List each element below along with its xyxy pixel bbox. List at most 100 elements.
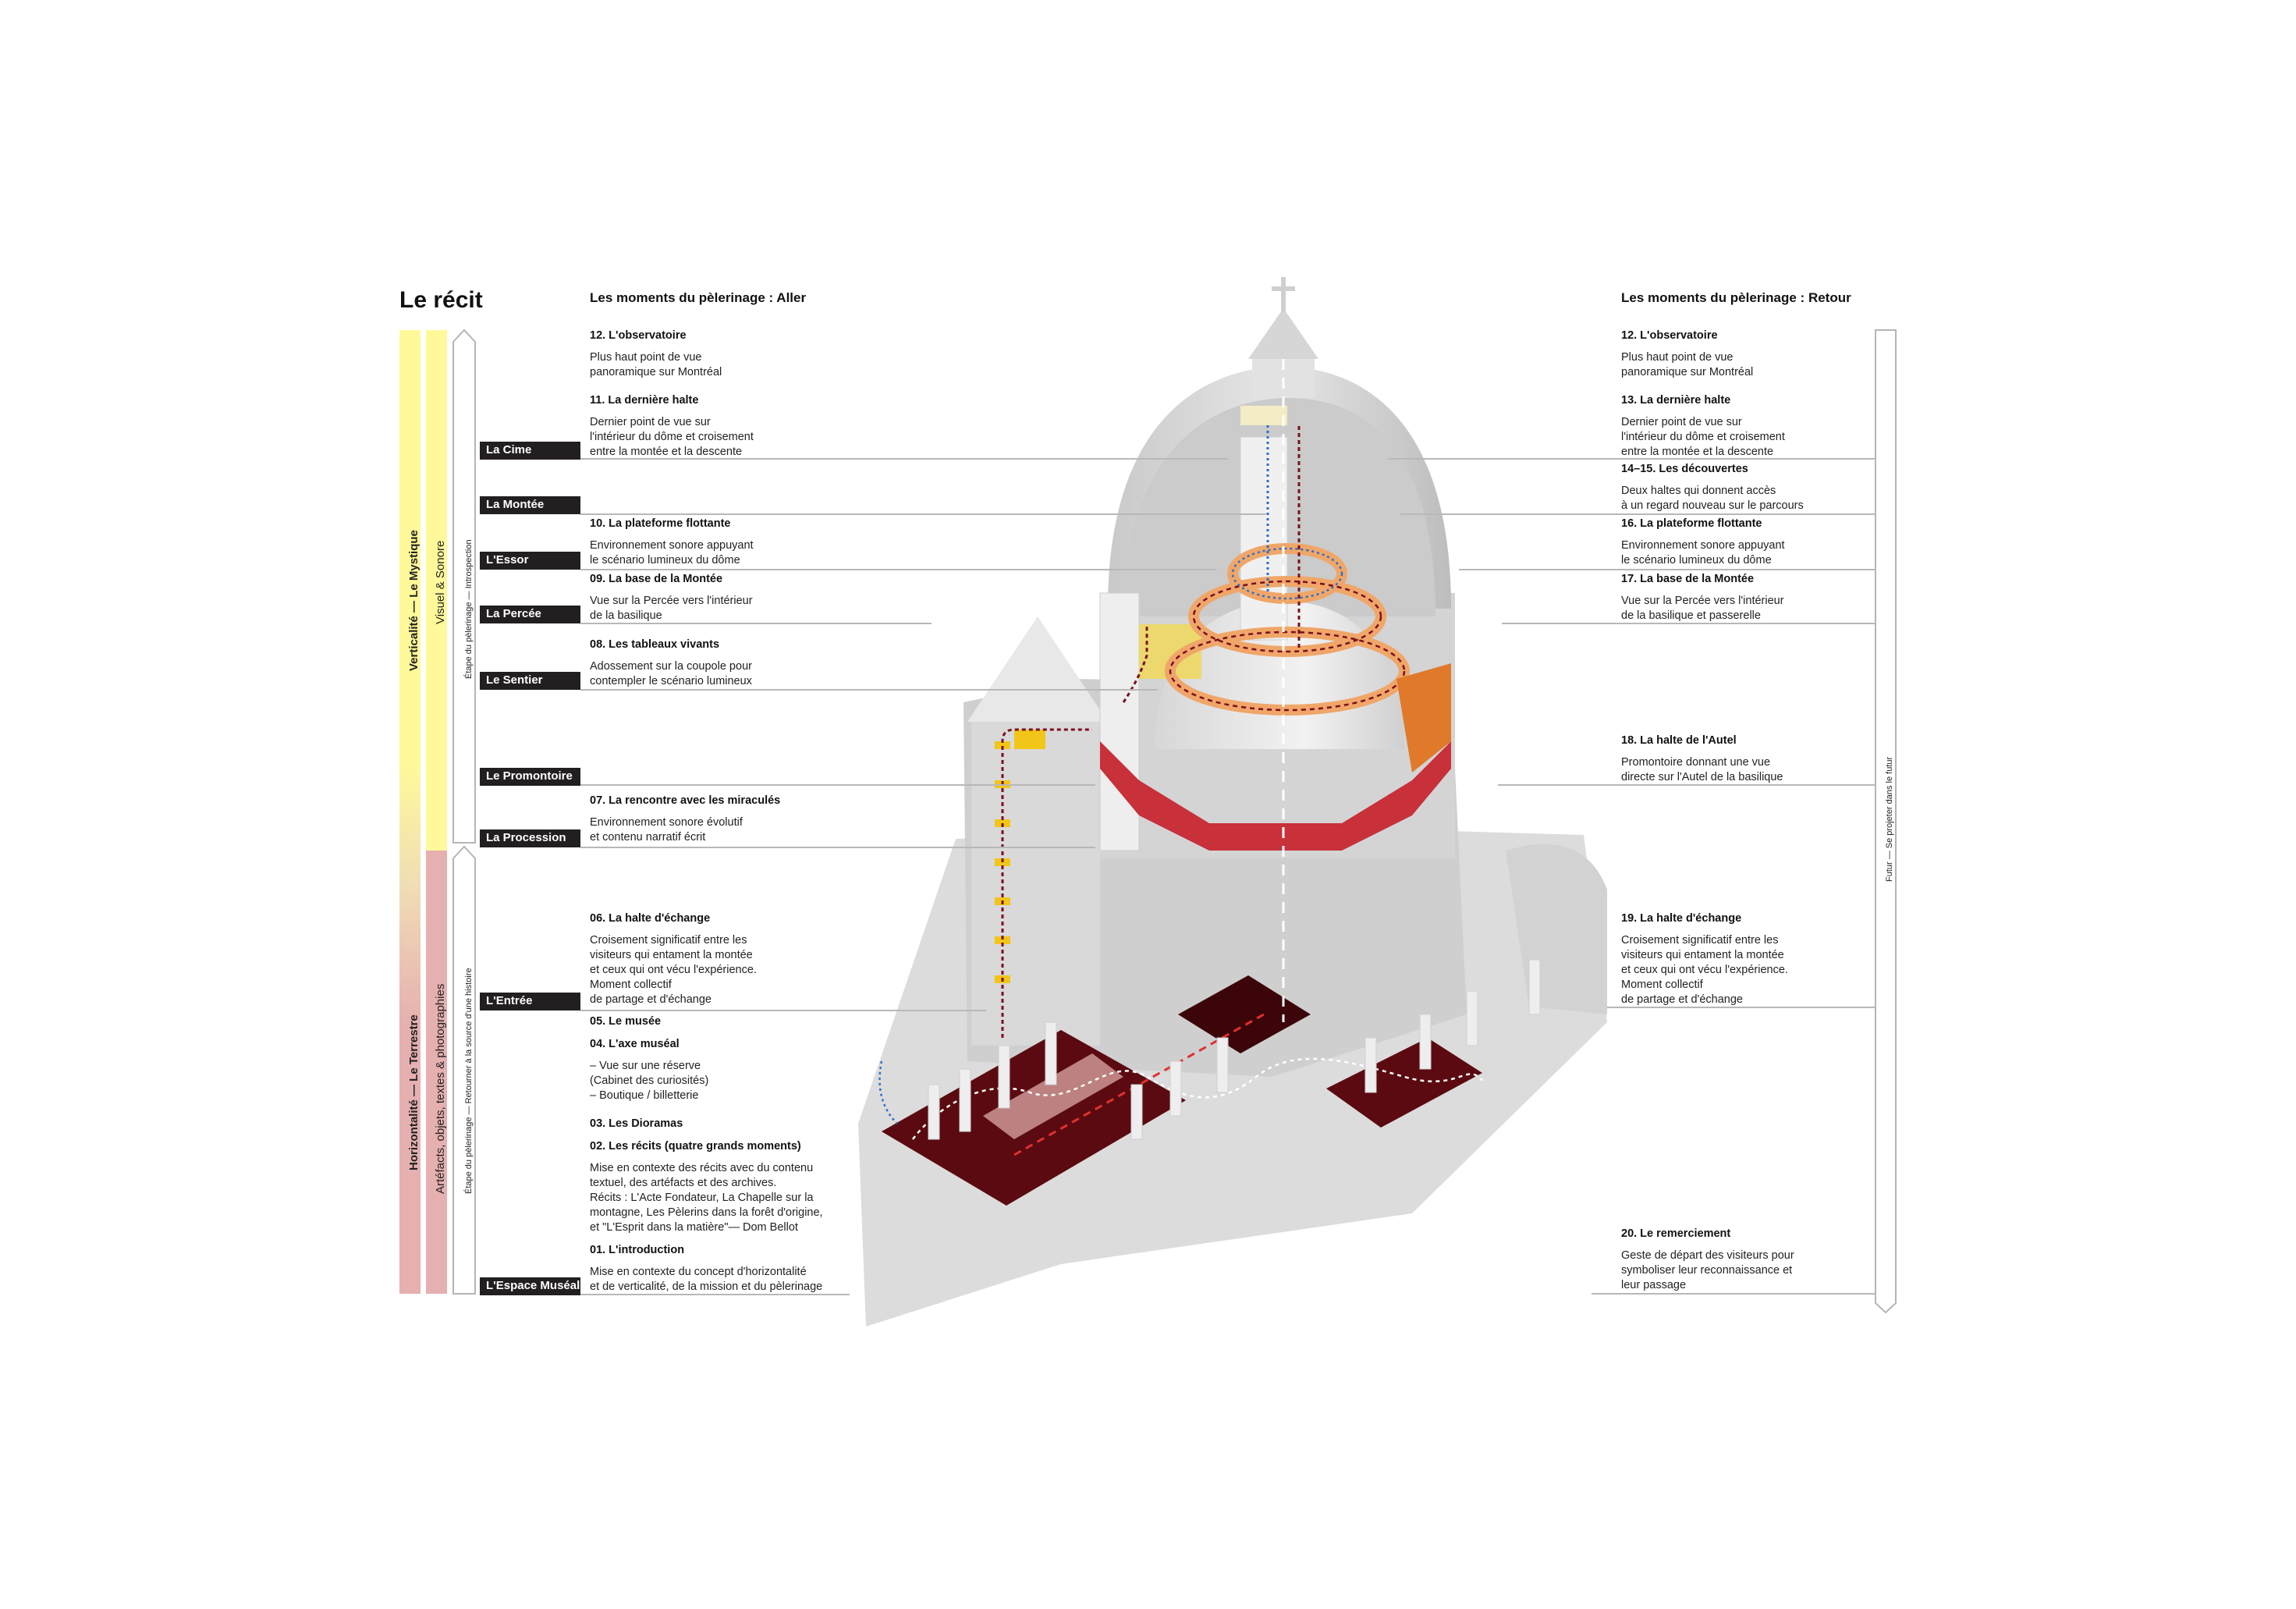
aller-item-02: 02. Les récits (quatre grands moments) M…: [590, 1139, 823, 1235]
cross-icon: [1272, 277, 1295, 312]
rule-la-procession: [580, 847, 1095, 848]
lantern-roof: [1248, 308, 1318, 359]
aller-item-desc: Mise en contexte des récits avec du cont…: [590, 1162, 823, 1234]
scaffold-tower: [1099, 592, 1140, 851]
column: [1130, 1084, 1143, 1140]
retour-item-desc: Geste de départ des visiteurs pour symbo…: [1621, 1249, 1794, 1291]
column: [959, 1068, 971, 1132]
retour-item-desc: Deux haltes qui donnent accès à un regar…: [1621, 485, 1804, 512]
retour-item-desc: Vue sur la Percée vers l'intérieur de la…: [1621, 595, 1784, 622]
band-verticalite: [399, 330, 421, 1294]
stage-label-la-procession: La Procession: [480, 829, 580, 847]
stage-label-entree: L'Entrée: [480, 993, 580, 1011]
stage-label-la-montee: La Montée: [480, 496, 580, 514]
aller-item-desc: Croisement significatif entre les visite…: [590, 934, 757, 1006]
column: [998, 1045, 1010, 1109]
rule-retour-remerciement: [1592, 1293, 1875, 1295]
stage-label-le-sentier: Le Sentier: [480, 672, 580, 690]
bracket-arrow-source: [452, 845, 476, 1295]
bracket-arrow-introspection: [452, 329, 476, 844]
retour-item-title: 13. La dernière halte: [1621, 394, 1731, 407]
retour-item-title: 19. La halte d'échange: [1621, 912, 1742, 925]
column: [1216, 1037, 1229, 1093]
promenade: [1100, 663, 1451, 851]
step-bracket-arrows: [452, 329, 476, 1295]
retour-item-desc: Dernier point de vue sur l'intérieur du …: [1621, 416, 1785, 458]
rule-entree: [580, 1010, 986, 1011]
retour-item-title: 20. Le remerciement: [1621, 1227, 1731, 1240]
left-tower-roof: [967, 616, 1108, 722]
rule-retour-montee: [1400, 513, 1875, 515]
retour-item-title: 16. La plateforme flottante: [1621, 517, 1762, 530]
band-label-artefacts: Artéfacts, objets, textes & photographie…: [434, 983, 447, 1194]
aller-item-title: 12. L'observatoire: [590, 329, 687, 342]
band-label-horizontalite: Horizontalité — Le Terrestre: [407, 1014, 421, 1170]
band-label-futur: Futur — Se projeter dans le futur: [1885, 756, 1894, 882]
rule-la-cime: [580, 458, 1228, 460]
aller-item-09: 09. La base de la Montée Vue sur la Perc…: [590, 572, 753, 623]
rule-essor: [580, 569, 1216, 570]
promenade-orange: [1396, 663, 1451, 773]
museum-level: [878, 975, 1483, 1206]
promenade-red-ring: [1100, 741, 1451, 851]
retour-item-16: 16. La plateforme flottante Environnemen…: [1621, 517, 1785, 568]
band-artefacts: [426, 851, 447, 1294]
column: [1528, 959, 1541, 1015]
museum-visit-path: [912, 1057, 1483, 1140]
spiral-ramp: [1165, 543, 1410, 716]
rule-retour-promontoire: [1498, 784, 1875, 786]
aller-item-07: 07. La rencontre avec les miraculés Envi…: [590, 794, 780, 845]
band-label-visuel-sonore: Visuel & Sonore: [434, 540, 447, 624]
retour-item-20: 20. Le remerciement Geste de départ des …: [1621, 1227, 1794, 1293]
retour-item-19: 19. La halte d'échange Croisement signif…: [1621, 911, 1788, 1007]
aller-item-title: 05. Le musée: [590, 1015, 662, 1028]
aller-item-08: 08. Les tableaux vivants Adossement sur …: [590, 638, 752, 689]
aller-item-03: 03. Les Dioramas: [590, 1117, 683, 1131]
aller-item-06: 06. La halte d'échange Croisement signif…: [590, 911, 757, 1007]
spiral-ring-1-path: [1231, 547, 1343, 600]
rule-le-sentier: [580, 689, 1158, 691]
aller-item-title: 01. L'introduction: [590, 1244, 685, 1256]
heading-recit: Le récit: [399, 287, 483, 313]
ascent-path: [1001, 624, 1148, 1038]
rule-la-percee: [580, 623, 932, 624]
heading-aller: Les moments du pèlerinage : Aller: [590, 290, 807, 305]
band-label-introspection: Étape du pèlerinage — Introspection: [464, 539, 474, 679]
retour-item-18: 18. La halte de l'Autel Promontoire donn…: [1621, 733, 1783, 785]
rule-la-montee: [580, 513, 1267, 515]
aller-item-title: 11. La dernière halte: [590, 394, 699, 407]
column: [1169, 1060, 1182, 1117]
stage-label-espace-museal: L'Espace Muséal: [480, 1277, 580, 1295]
aller-item-title: 08. Les tableaux vivants: [590, 638, 720, 651]
aller-item-desc: Dernier point de vue sur l'intérieur du …: [590, 416, 754, 458]
retour-item-14-15: 14–15. Les découvertes Deux haltes qui d…: [1621, 462, 1804, 513]
retour-item-title: 17. La base de la Montée: [1621, 573, 1755, 585]
aller-item-desc: Adossement sur la coupole pour contemple…: [590, 660, 752, 687]
column: [1045, 1021, 1057, 1085]
museum-floor-right: [1326, 1038, 1482, 1128]
building-massing: [858, 277, 1607, 1327]
aller-item-desc: Plus haut point de vue panoramique sur M…: [590, 351, 722, 378]
spiral-ring-3-path: [1169, 630, 1406, 712]
rule-retour-percee: [1502, 623, 1875, 624]
retour-item-13: 13. La dernière halte Dernier point de v…: [1621, 393, 1785, 460]
band-label-verticalite: Verticalité — Le Mystique: [407, 530, 421, 671]
heading-retour: Les moments du pèlerinage : Retour: [1621, 290, 1851, 305]
band-label-source: Étape du pèlerinage — Retourner à la sou…: [464, 968, 474, 1194]
rule-retour-entree: [1607, 1007, 1875, 1008]
aller-item-04: 04. L'axe muséal – Vue sur une réserve (…: [590, 1037, 708, 1103]
aller-item-12: 12. L'observatoire Plus haut point de vu…: [590, 329, 722, 380]
aller-item-01: 01. L'introduction Mise en contexte du c…: [590, 1243, 822, 1295]
aller-item-05: 05. Le musée: [590, 1014, 661, 1028]
museum-columns: [928, 959, 1541, 1140]
landing-large: [1014, 730, 1045, 749]
aller-item-title: 07. La rencontre avec les miraculés: [590, 794, 781, 807]
aller-item-desc: Vue sur la Percée vers l'intérieur de la…: [590, 595, 753, 622]
aller-item-title: 09. La base de la Montée: [590, 573, 723, 585]
aller-item-desc: Mise en contexte du concept d'horizontal…: [590, 1266, 823, 1293]
retour-item-title: 18. La halte de l'Autel: [1621, 734, 1737, 747]
aller-item-title: 06. La halte d'échange: [590, 912, 711, 925]
retour-item-desc: Environnement sonore appuyant le scénari…: [1621, 539, 1785, 567]
landing: [995, 936, 1010, 944]
column: [1364, 1037, 1377, 1093]
